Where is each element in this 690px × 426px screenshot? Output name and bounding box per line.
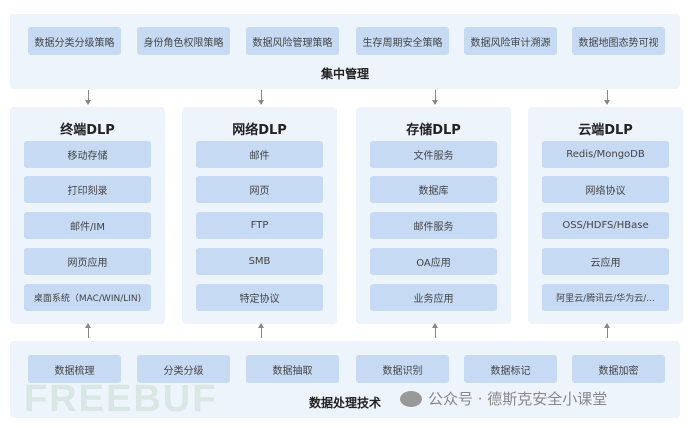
column-item: 网络协议 <box>542 176 669 203</box>
column-title: 云端DLP <box>578 123 633 138</box>
storage-dlp-column: 存储DLP 文件服务 数据库 邮件服务 OA应用 业务应用 <box>356 107 511 324</box>
policy-item: 数据风险审计溯源 <box>464 27 557 55</box>
cloud-dlp-column: 云端DLP Redis/MongoDB 网络协议 OSS/HDFS/HBase … <box>528 107 683 324</box>
arrow-up-icon <box>258 323 264 338</box>
column-title: 网络DLP <box>232 123 287 138</box>
management-panel: 数据分类分级策略 身份角色权限策略 数据风险管理策略 生存周期安全策略 数据风险… <box>10 14 680 89</box>
column-item: Redis/MongoDB <box>542 141 669 168</box>
column-item: 阿里云/腾讯云/华为云/... <box>542 284 669 311</box>
column-item: 数据库 <box>370 176 497 203</box>
column-item: OSS/HDFS/HBase <box>542 212 669 239</box>
arrow-up-icon <box>85 323 91 338</box>
column-item: 桌面系统（MAC/WIN/LIN) <box>24 284 151 311</box>
arrow-down-icon <box>258 90 264 105</box>
column-item: FTP <box>196 212 323 239</box>
column-item: 文件服务 <box>370 141 497 168</box>
policy-item: 数据分类分级策略 <box>28 27 121 55</box>
column-title: 存储DLP <box>406 123 461 138</box>
processing-item: 数据抽取 <box>246 355 339 383</box>
wechat-watermark: 公众号 · 德斯克安全小课堂 <box>400 388 607 409</box>
processing-title: 数据处理技术 <box>308 396 381 410</box>
policy-item: 身份角色权限策略 <box>137 27 230 55</box>
network-dlp-column: 网络DLP 邮件 网页 FTP SMB 特定协议 <box>182 107 337 324</box>
freebuf-watermark: FREEBUF <box>24 378 218 420</box>
column-item: 特定协议 <box>196 284 323 311</box>
column-item: 邮件/IM <box>24 212 151 239</box>
column-item: OA应用 <box>370 248 497 275</box>
arrow-up-icon <box>604 323 610 338</box>
column-item: 邮件 <box>196 141 323 168</box>
processing-item: 数据标记 <box>464 355 557 383</box>
column-title: 终端DLP <box>60 123 115 138</box>
column-item: 云应用 <box>542 248 669 275</box>
processing-panel: 数据梳理 分类分级 数据抽取 数据识别 数据标记 数据加密 <box>10 341 680 418</box>
column-item: 网页 <box>196 176 323 203</box>
wechat-text: 公众号 · 德斯克安全小课堂 <box>428 390 608 408</box>
processing-item: 数据识别 <box>356 355 449 383</box>
wechat-icon <box>400 390 422 407</box>
arrow-down-icon <box>604 90 610 105</box>
processing-item: 数据加密 <box>572 355 665 383</box>
arrow-up-icon <box>432 323 438 338</box>
column-item: 移动存储 <box>24 141 151 168</box>
arrow-down-icon <box>432 90 438 105</box>
policy-item: 数据风险管理策略 <box>246 27 339 55</box>
column-item: 打印刻录 <box>24 176 151 203</box>
endpoint-dlp-column: 终端DLP 移动存储 打印刻录 邮件/IM 网页应用 桌面系统（MAC/WIN/… <box>10 107 165 324</box>
column-item: 网页应用 <box>24 248 151 275</box>
policy-item: 生存周期安全策略 <box>356 27 449 55</box>
policy-item: 数据地图态势可视 <box>572 27 665 55</box>
processing-item: 数据梳理 <box>28 355 121 383</box>
processing-item: 分类分级 <box>137 355 230 383</box>
column-item: 业务应用 <box>370 284 497 311</box>
column-item: 邮件服务 <box>370 212 497 239</box>
column-item: SMB <box>196 248 323 275</box>
arrow-down-icon <box>85 90 91 105</box>
management-title: 集中管理 <box>320 67 369 81</box>
